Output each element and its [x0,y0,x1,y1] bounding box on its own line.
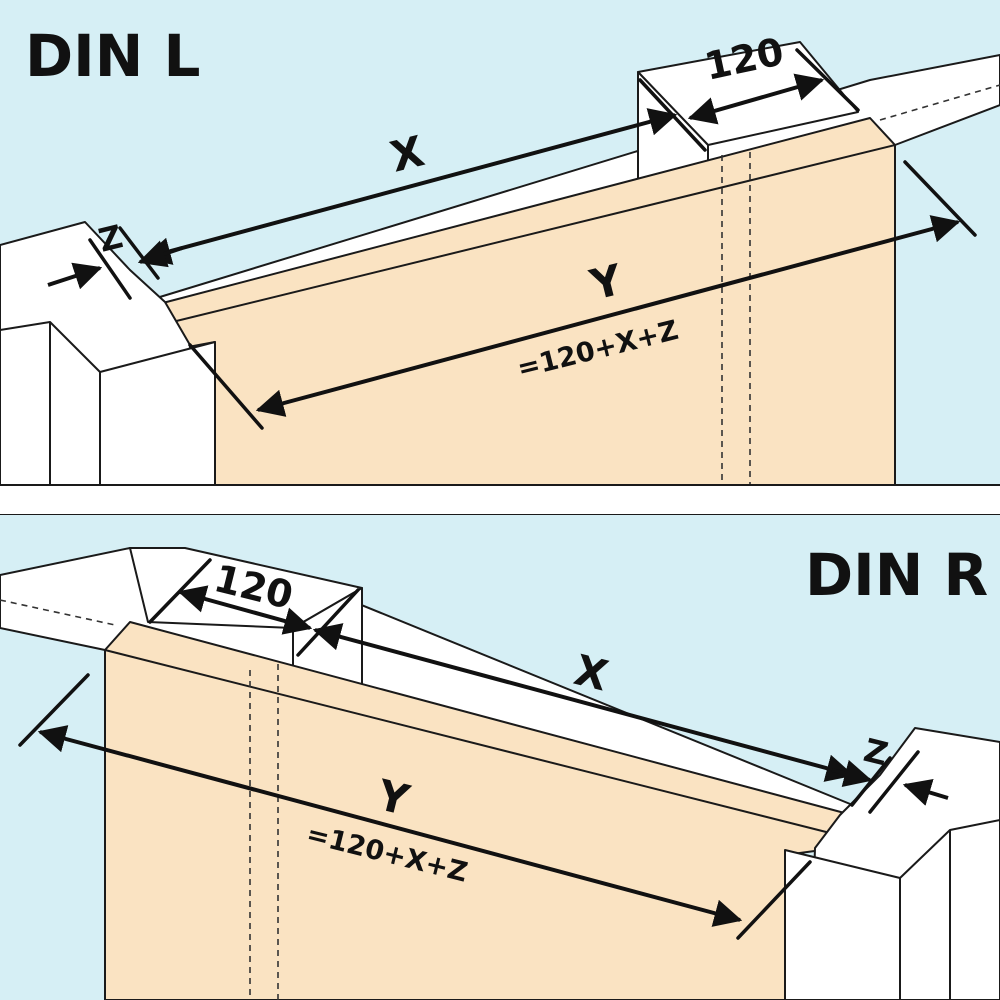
din-r-title: DIN R [805,541,988,609]
din-l-wall-hidden-line [879,84,1000,121]
din-r-120-extension-right [296,588,360,657]
din-r-z-arrow-right [902,779,949,806]
din-r-y-dimension-arrow [37,725,743,927]
din-l-y-extension-right [903,160,977,237]
din-r-y-extension-right [736,860,812,940]
din-l-z-arrow-left [47,262,103,290]
panel-divider [0,485,1000,515]
din-l-z-arrow-right [137,240,183,268]
din-r-panel: DIN R 120 X Y Z =120+X+Z [0,515,1000,1000]
din-l-x-dimension-arrow [142,108,678,265]
din-r-x-dimension-arrow [312,623,855,782]
din-l-title: DIN L [25,22,200,90]
din-r-right-jamb-side [784,849,901,1000]
din-l-y-extension-left [188,343,264,430]
din-l-120-dimension-arrow [687,73,825,125]
din-r-120-dimension-arrow [177,585,313,635]
din-l-y-dimension-arrow [255,215,961,417]
din-r-y-extension-left [18,673,90,747]
din-l-z-extension-left [88,238,132,300]
din-l-120-extension-right [795,48,860,112]
din-r-z-arrow-left [831,759,873,788]
din-r-z-extension-right [868,750,920,814]
din-r-wall-hidden-line [0,599,116,626]
din-l-panel: DIN L 120 X Y Z =120+X+Z [0,0,1000,486]
